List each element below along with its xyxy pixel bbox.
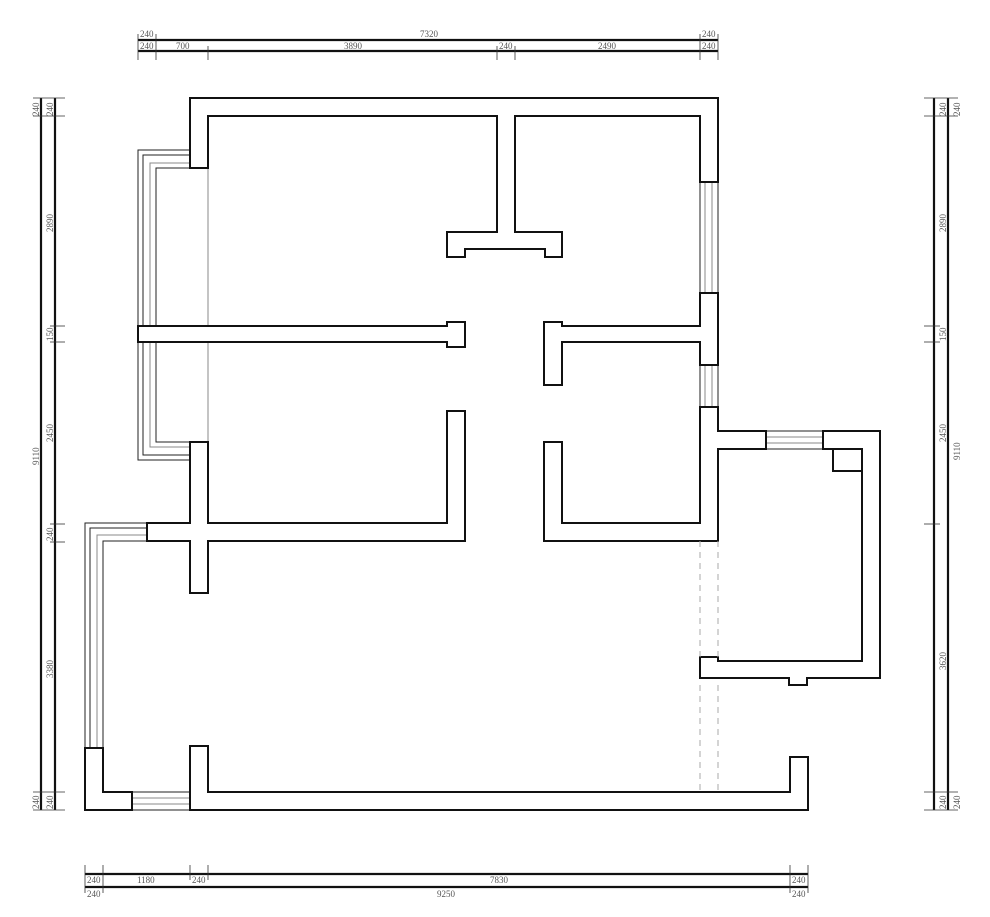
window-bottom-left	[132, 791, 190, 811]
bottom-dimension-chain: 240 1180 240 7830 240 240 9250 240	[84, 865, 809, 899]
dim-bottom-inner-3: 7830	[490, 875, 509, 885]
dim-top-inner-1: 700	[176, 41, 190, 51]
wall-lower-left-cross	[146, 410, 466, 594]
dim-left-inner-3: 2450	[45, 424, 55, 443]
dim-right-outer-1: 9110	[952, 442, 962, 460]
window-right-middle	[699, 365, 719, 407]
dim-left-inner-1: 2890	[45, 214, 55, 233]
dim-left-outer-2: 240	[31, 795, 41, 809]
dim-right-inner-1: 2890	[938, 214, 948, 233]
bay-window-upper-left	[137, 149, 209, 461]
balcony-column	[832, 448, 863, 472]
dim-bottom-inner-1: 1180	[137, 875, 155, 885]
wall-right-middle	[543, 292, 719, 386]
dim-left-outer-1: 9110	[31, 447, 41, 465]
wall-top	[189, 97, 719, 258]
dim-bottom-inner-2: 240	[192, 875, 206, 885]
dim-top-outer-2: 240	[702, 29, 716, 39]
window-right-upper	[699, 182, 719, 293]
bay-window-lower-left	[84, 522, 147, 748]
wall-left-partition	[137, 321, 466, 348]
wall-bottom-left-corner	[84, 747, 133, 811]
dim-right-outer-2: 240	[952, 795, 962, 809]
dim-top-inner-0: 240	[140, 41, 154, 51]
dim-left-inner-4: 240	[45, 527, 55, 541]
dim-top-inner-2: 3890	[344, 41, 363, 51]
dashed-wall-outline	[699, 541, 719, 792]
dim-left-outer-0: 240	[31, 102, 41, 116]
dim-top-inner-4: 2490	[598, 41, 617, 51]
dim-right-inner-4: 3620	[938, 652, 948, 671]
dim-right-inner-5: 240	[938, 795, 948, 809]
dim-top-outer-0: 240	[140, 29, 154, 39]
wall-right-room	[543, 406, 767, 542]
dim-left-inner-2: 150	[45, 327, 55, 341]
dim-bottom-inner-4: 240	[792, 875, 806, 885]
dim-bottom-outer-2: 240	[792, 889, 806, 899]
dim-right-inner-0: 240	[938, 102, 948, 116]
dim-left-inner-5: 3380	[45, 660, 55, 679]
window-balcony-top	[766, 430, 823, 450]
dim-right-outer-0: 240	[952, 102, 962, 116]
dim-bottom-outer-1: 9250	[437, 889, 456, 899]
dim-right-inner-2: 150	[938, 327, 948, 341]
dim-right-inner-3: 2450	[938, 424, 948, 443]
left-dimension-chain: 240 9110 240 240 2890 150 2450 240 3380 …	[31, 97, 65, 811]
right-dimension-chain: 240 2890 150 2450 3620 240 240 9110 240	[924, 97, 962, 811]
dim-left-inner-6: 240	[45, 795, 55, 809]
dim-bottom-inner-0: 240	[87, 875, 101, 885]
dim-bottom-outer-0: 240	[87, 889, 101, 899]
top-dimension-chain: 240 7320 240 240 700 3890 240 2490 240	[137, 29, 719, 60]
dim-top-outer-1: 7320	[420, 29, 439, 39]
walls	[84, 97, 881, 811]
dim-top-inner-5: 240	[702, 41, 716, 51]
wall-bottom	[189, 745, 809, 811]
dim-top-inner-3: 240	[499, 41, 513, 51]
dim-left-inner-0: 240	[45, 102, 55, 116]
